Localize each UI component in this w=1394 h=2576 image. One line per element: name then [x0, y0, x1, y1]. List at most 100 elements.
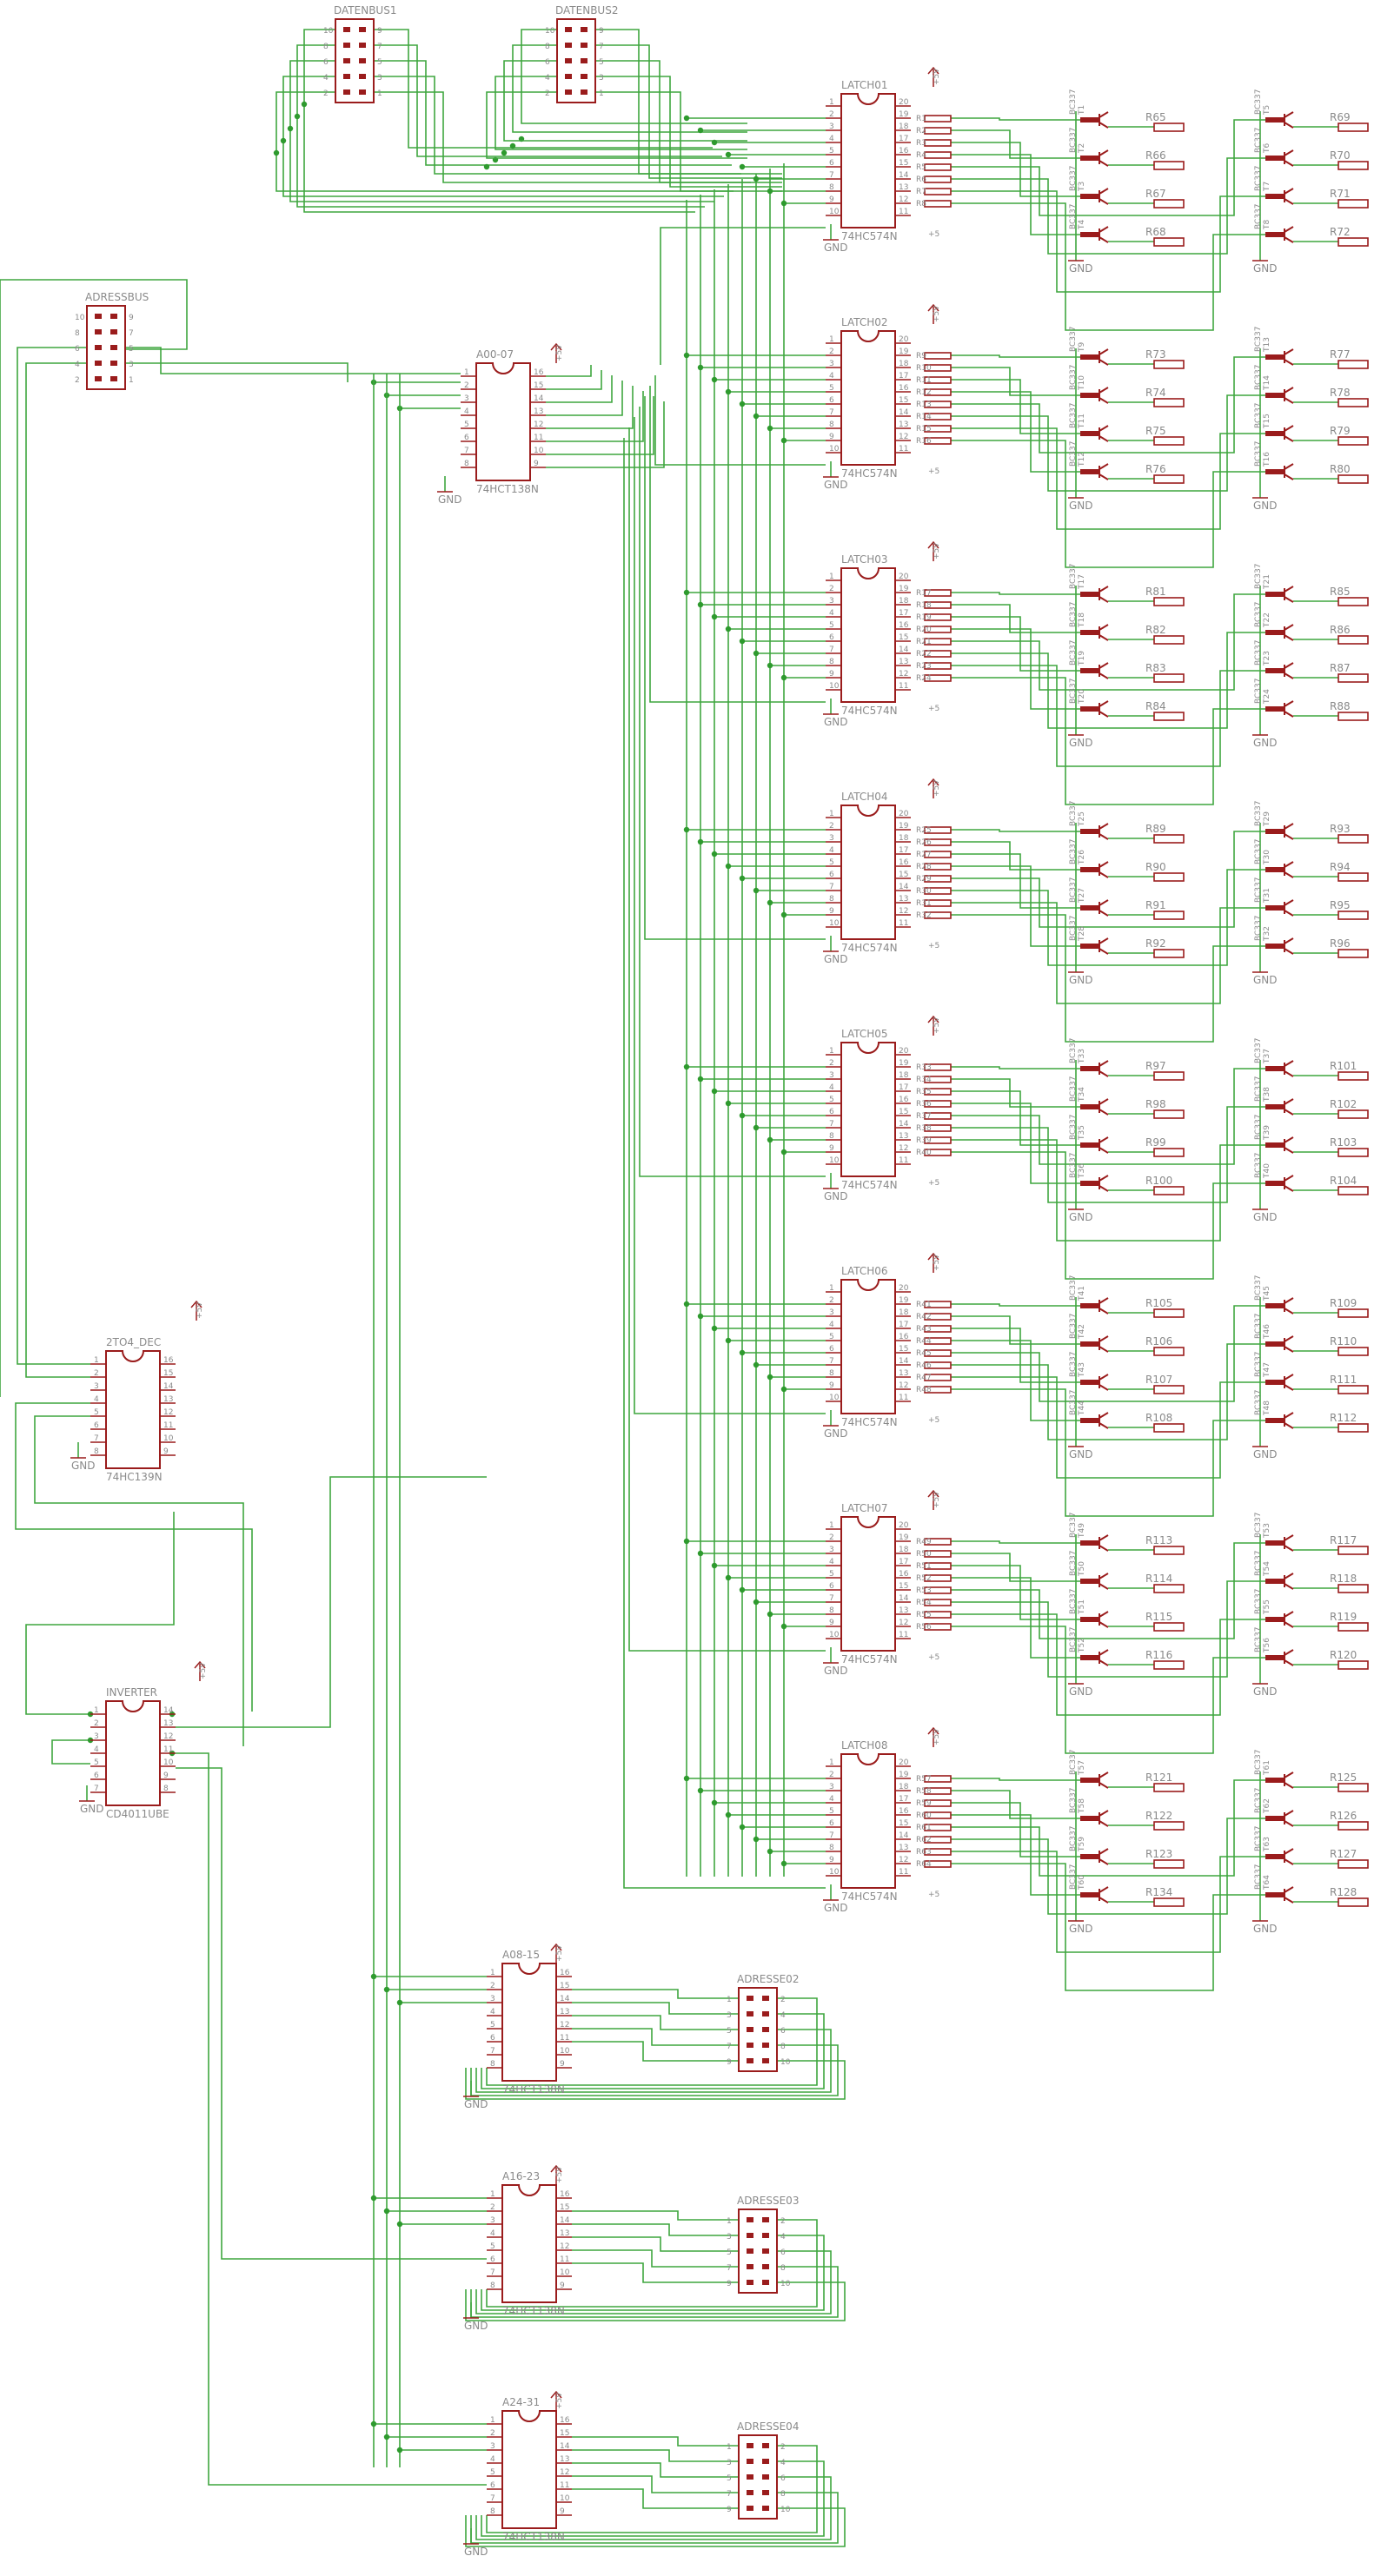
datenbus2-pin-pad [581, 89, 587, 95]
latch-5-pin-number: 16 [899, 1096, 909, 1104]
base-drive-wire [951, 1376, 1265, 1479]
transistor-emitter [1284, 236, 1294, 243]
transistor-emitter [1099, 1109, 1109, 1116]
base-drive-wire [951, 1090, 1080, 1146]
transistor-collector [1099, 1573, 1109, 1579]
decoder-a16-23-pin-number: 16 [560, 2190, 570, 2199]
adresse02-pin-pad [762, 1996, 769, 2001]
base-resistor [1153, 360, 1185, 369]
transistor-collector [1099, 387, 1109, 394]
latch-2-pin-number: 6 [829, 396, 834, 405]
output-resistor-ref: R41 [916, 1301, 932, 1309]
transistor-ref: T25 [1078, 811, 1086, 827]
datenbus1-pin-pad [343, 43, 350, 48]
transistor-collector [1284, 1649, 1294, 1656]
supply-label: +5V [933, 1254, 941, 1271]
decoder-2to4-pin-number: 1 [94, 1356, 99, 1365]
transistor-bar [1080, 706, 1099, 712]
adresse04-pin-pad [762, 2459, 769, 2464]
base-drive-wire [951, 1340, 1080, 1421]
adresse02-pin-pad [747, 1996, 753, 2001]
transistor-collector [1284, 226, 1294, 233]
base-resistor [1153, 1821, 1185, 1831]
transistor-bar [1080, 1540, 1099, 1546]
base-drive-wire [951, 1577, 1080, 1659]
decoder-a00-07-pin-number: 6 [464, 434, 469, 442]
latch-output-resistor [924, 826, 952, 834]
junction-dot [780, 674, 787, 681]
adressbus-pin-number: 2 [75, 376, 80, 385]
transistor-emitter [1284, 711, 1294, 718]
decoder-a24-31-pin-number: 16 [560, 2416, 570, 2425]
base-drive-wire [951, 1303, 1080, 1307]
adresse02-body [738, 1987, 778, 2072]
latch-7-pin-number: 20 [899, 1521, 909, 1530]
latch-output-resistor [924, 1848, 952, 1856]
base-drive-wire [951, 1151, 1265, 1280]
datenbus2-pin-number: 3 [599, 74, 604, 83]
latch-7-pin-number: 18 [899, 1546, 909, 1554]
transistor-bar [1080, 1418, 1099, 1423]
adressbus-pin-pad [95, 314, 102, 319]
base-resistor [1153, 1109, 1185, 1119]
ground-label: GND [1253, 974, 1278, 986]
junction-dot [767, 188, 773, 195]
transistor-bar [1265, 232, 1284, 237]
base-resistor-ref: R96 [1330, 937, 1351, 950]
datenbus1-pin-number: 4 [323, 74, 329, 83]
transistor-collector [1099, 111, 1109, 118]
datenbus2-pin-pad [581, 58, 587, 63]
datenbus2-pin-number: 5 [599, 58, 604, 67]
decoder-a08-15-pin-number: 13 [560, 2008, 569, 2016]
transistor-type: BC337 [1069, 1788, 1078, 1813]
ground-label: GND [824, 1427, 848, 1440]
base-drive-wire [951, 391, 1080, 473]
datenbus2-pin-number: 1 [599, 89, 604, 98]
latch-4-pin-number: 5 [829, 858, 834, 867]
transistor-type: BC337 [1254, 1864, 1263, 1890]
decoder-a00-07-pin-number: 7 [464, 447, 469, 455]
adresse03-pin-pad [747, 2217, 753, 2222]
transistor-collector [1284, 1098, 1294, 1105]
decoder-a08-15-pin-number: 10 [560, 2047, 570, 2056]
base-resistor [1153, 123, 1185, 132]
decoder-2to4-pin-number: 10 [163, 1434, 174, 1443]
output-resistor-ref: R25 [916, 826, 932, 835]
decoder-a24-31-pin-number: 10 [560, 2494, 570, 2503]
latch-6-pin-number: 7 [829, 1357, 834, 1366]
transistor-ref: T57 [1078, 1760, 1086, 1776]
base-resistor [1338, 1546, 1369, 1555]
transistor-ref: T64 [1263, 1875, 1271, 1891]
header-return-wire [475, 2029, 832, 2093]
supply-arrow [550, 342, 562, 351]
header-return-wire [481, 2013, 825, 2089]
latch-5-pin-number: 1 [829, 1047, 834, 1056]
latch-3-pin-number: 9 [829, 670, 834, 679]
decoder-output-wire [546, 401, 665, 468]
base-resistor-ref: R107 [1145, 1374, 1172, 1386]
ground-label: GND [824, 242, 848, 254]
junction-dot [780, 911, 787, 918]
transistor-emitter [1099, 1897, 1109, 1904]
output-resistor-ref: R8 [916, 200, 926, 209]
latch-4-pin-number: 10 [829, 919, 840, 928]
junction-dot [753, 1599, 760, 1606]
base-resistor [1153, 1148, 1185, 1157]
decoder-2to4-pin-number: 4 [94, 1395, 99, 1404]
base-drive-wire [951, 394, 1265, 492]
transistor-emitter [1099, 634, 1109, 641]
select-wire [25, 362, 90, 1378]
adresse04-pin-number: 9 [727, 2506, 732, 2514]
databus-wire [595, 60, 782, 183]
transistor-bar [1080, 232, 1099, 237]
adresse04-pin-pad [762, 2443, 769, 2448]
adresse03-pin-number: 6 [780, 2248, 786, 2257]
output-resistor-ref: R16 [916, 437, 932, 446]
